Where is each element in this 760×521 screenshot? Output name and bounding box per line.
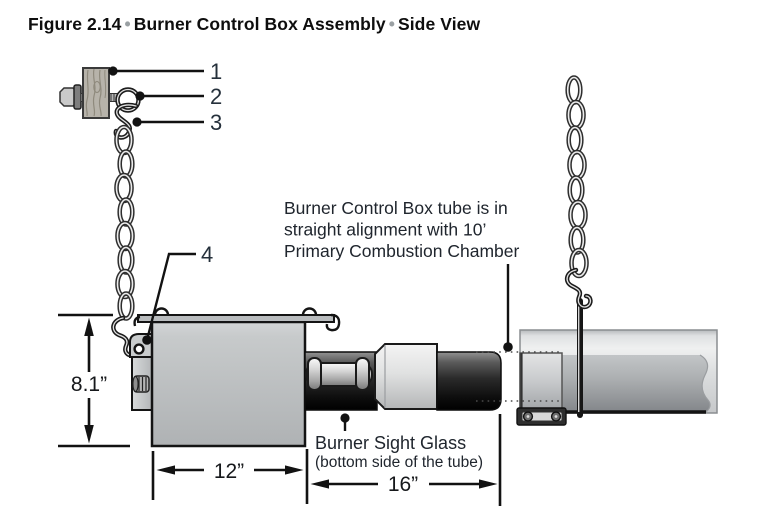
arrow-left <box>156 465 175 475</box>
dimension-height: 8.1” <box>58 313 130 448</box>
right-s-hook <box>564 267 593 310</box>
lid-loop-right <box>301 307 318 316</box>
callout-1: 1 <box>108 59 222 84</box>
sight-glass-callout: Burner Sight Glass (bottom side of the t… <box>315 413 483 471</box>
sight-collar-right <box>355 357 370 391</box>
eye-bolt-nut <box>59 84 82 110</box>
arrow-up <box>84 317 94 336</box>
lid-loop-left <box>153 307 170 316</box>
dimension-box-width-label: 12” <box>214 460 244 483</box>
title-bullet: • <box>388 14 395 34</box>
lid-rod <box>133 307 341 332</box>
alignment-note-line2: straight alignment with 10’ <box>284 220 486 240</box>
arrow-left <box>310 479 329 489</box>
alignment-note: Burner Control Box tube is in straight a… <box>284 198 520 352</box>
figure-label: Figure 2.14 <box>28 14 122 34</box>
right-chain <box>564 78 593 310</box>
callout-2-number: 2 <box>210 84 222 109</box>
hanger-pin <box>577 298 583 418</box>
callout-1-number: 1 <box>210 59 222 84</box>
arrow-right <box>285 465 304 475</box>
dimension-tube-width-label: 16” <box>388 473 418 496</box>
combustion-chamber <box>516 329 718 426</box>
upper-s-hook <box>113 102 139 140</box>
figure-title: Figure 2.14•Burner Control Box Assembly•… <box>28 14 480 35</box>
callout-1-dot <box>108 66 118 76</box>
sight-glass-sublabel: (bottom side of the tube) <box>315 454 483 471</box>
rod-right-hook <box>325 313 341 332</box>
chamber-collar <box>519 352 563 410</box>
alignment-note-line1: Burner Control Box tube is in <box>284 198 508 218</box>
coupler-block <box>374 343 438 410</box>
rod-left-curl <box>133 315 141 327</box>
callout-2-dot <box>135 91 145 101</box>
callout-3: 3 <box>132 110 222 135</box>
figure-name: Burner Control Box Assembly <box>133 14 386 34</box>
chamber-break-edge <box>699 354 711 413</box>
alignment-dotted-lines <box>476 351 559 402</box>
dimension-box-width: 12” <box>151 449 309 504</box>
chamber-body <box>520 355 711 412</box>
title-bullet: • <box>124 14 131 34</box>
callout-3-number: 3 <box>210 110 222 135</box>
callout-2: 2 <box>135 84 222 109</box>
burner-control-box <box>129 307 341 448</box>
wood-block <box>82 67 110 119</box>
dimension-height-label: 8.1” <box>71 373 107 396</box>
callout-4: 4 <box>142 242 213 345</box>
control-box-body <box>150 320 307 448</box>
alignment-note-dot <box>503 342 513 352</box>
callout-4-dot <box>142 335 152 345</box>
dimension-tube-width: 16” <box>310 414 502 506</box>
sight-collar-left <box>307 357 322 391</box>
figure-view: Side View <box>397 14 481 34</box>
callout-3-dot <box>132 117 142 127</box>
arrow-right <box>479 479 498 489</box>
arrow-down <box>84 425 94 444</box>
sight-glass-label: Burner Sight Glass <box>315 433 466 453</box>
callout-4-number: 4 <box>201 242 213 267</box>
side-bolt <box>132 375 150 393</box>
alignment-note-line3: Primary Combustion Chamber <box>284 241 520 261</box>
sight-glass-dot <box>340 413 350 423</box>
dark-tube-2 <box>436 351 502 411</box>
sight-glass-tube <box>304 343 502 411</box>
chamber-bracket <box>516 407 567 426</box>
bracket-hole <box>133 343 145 355</box>
